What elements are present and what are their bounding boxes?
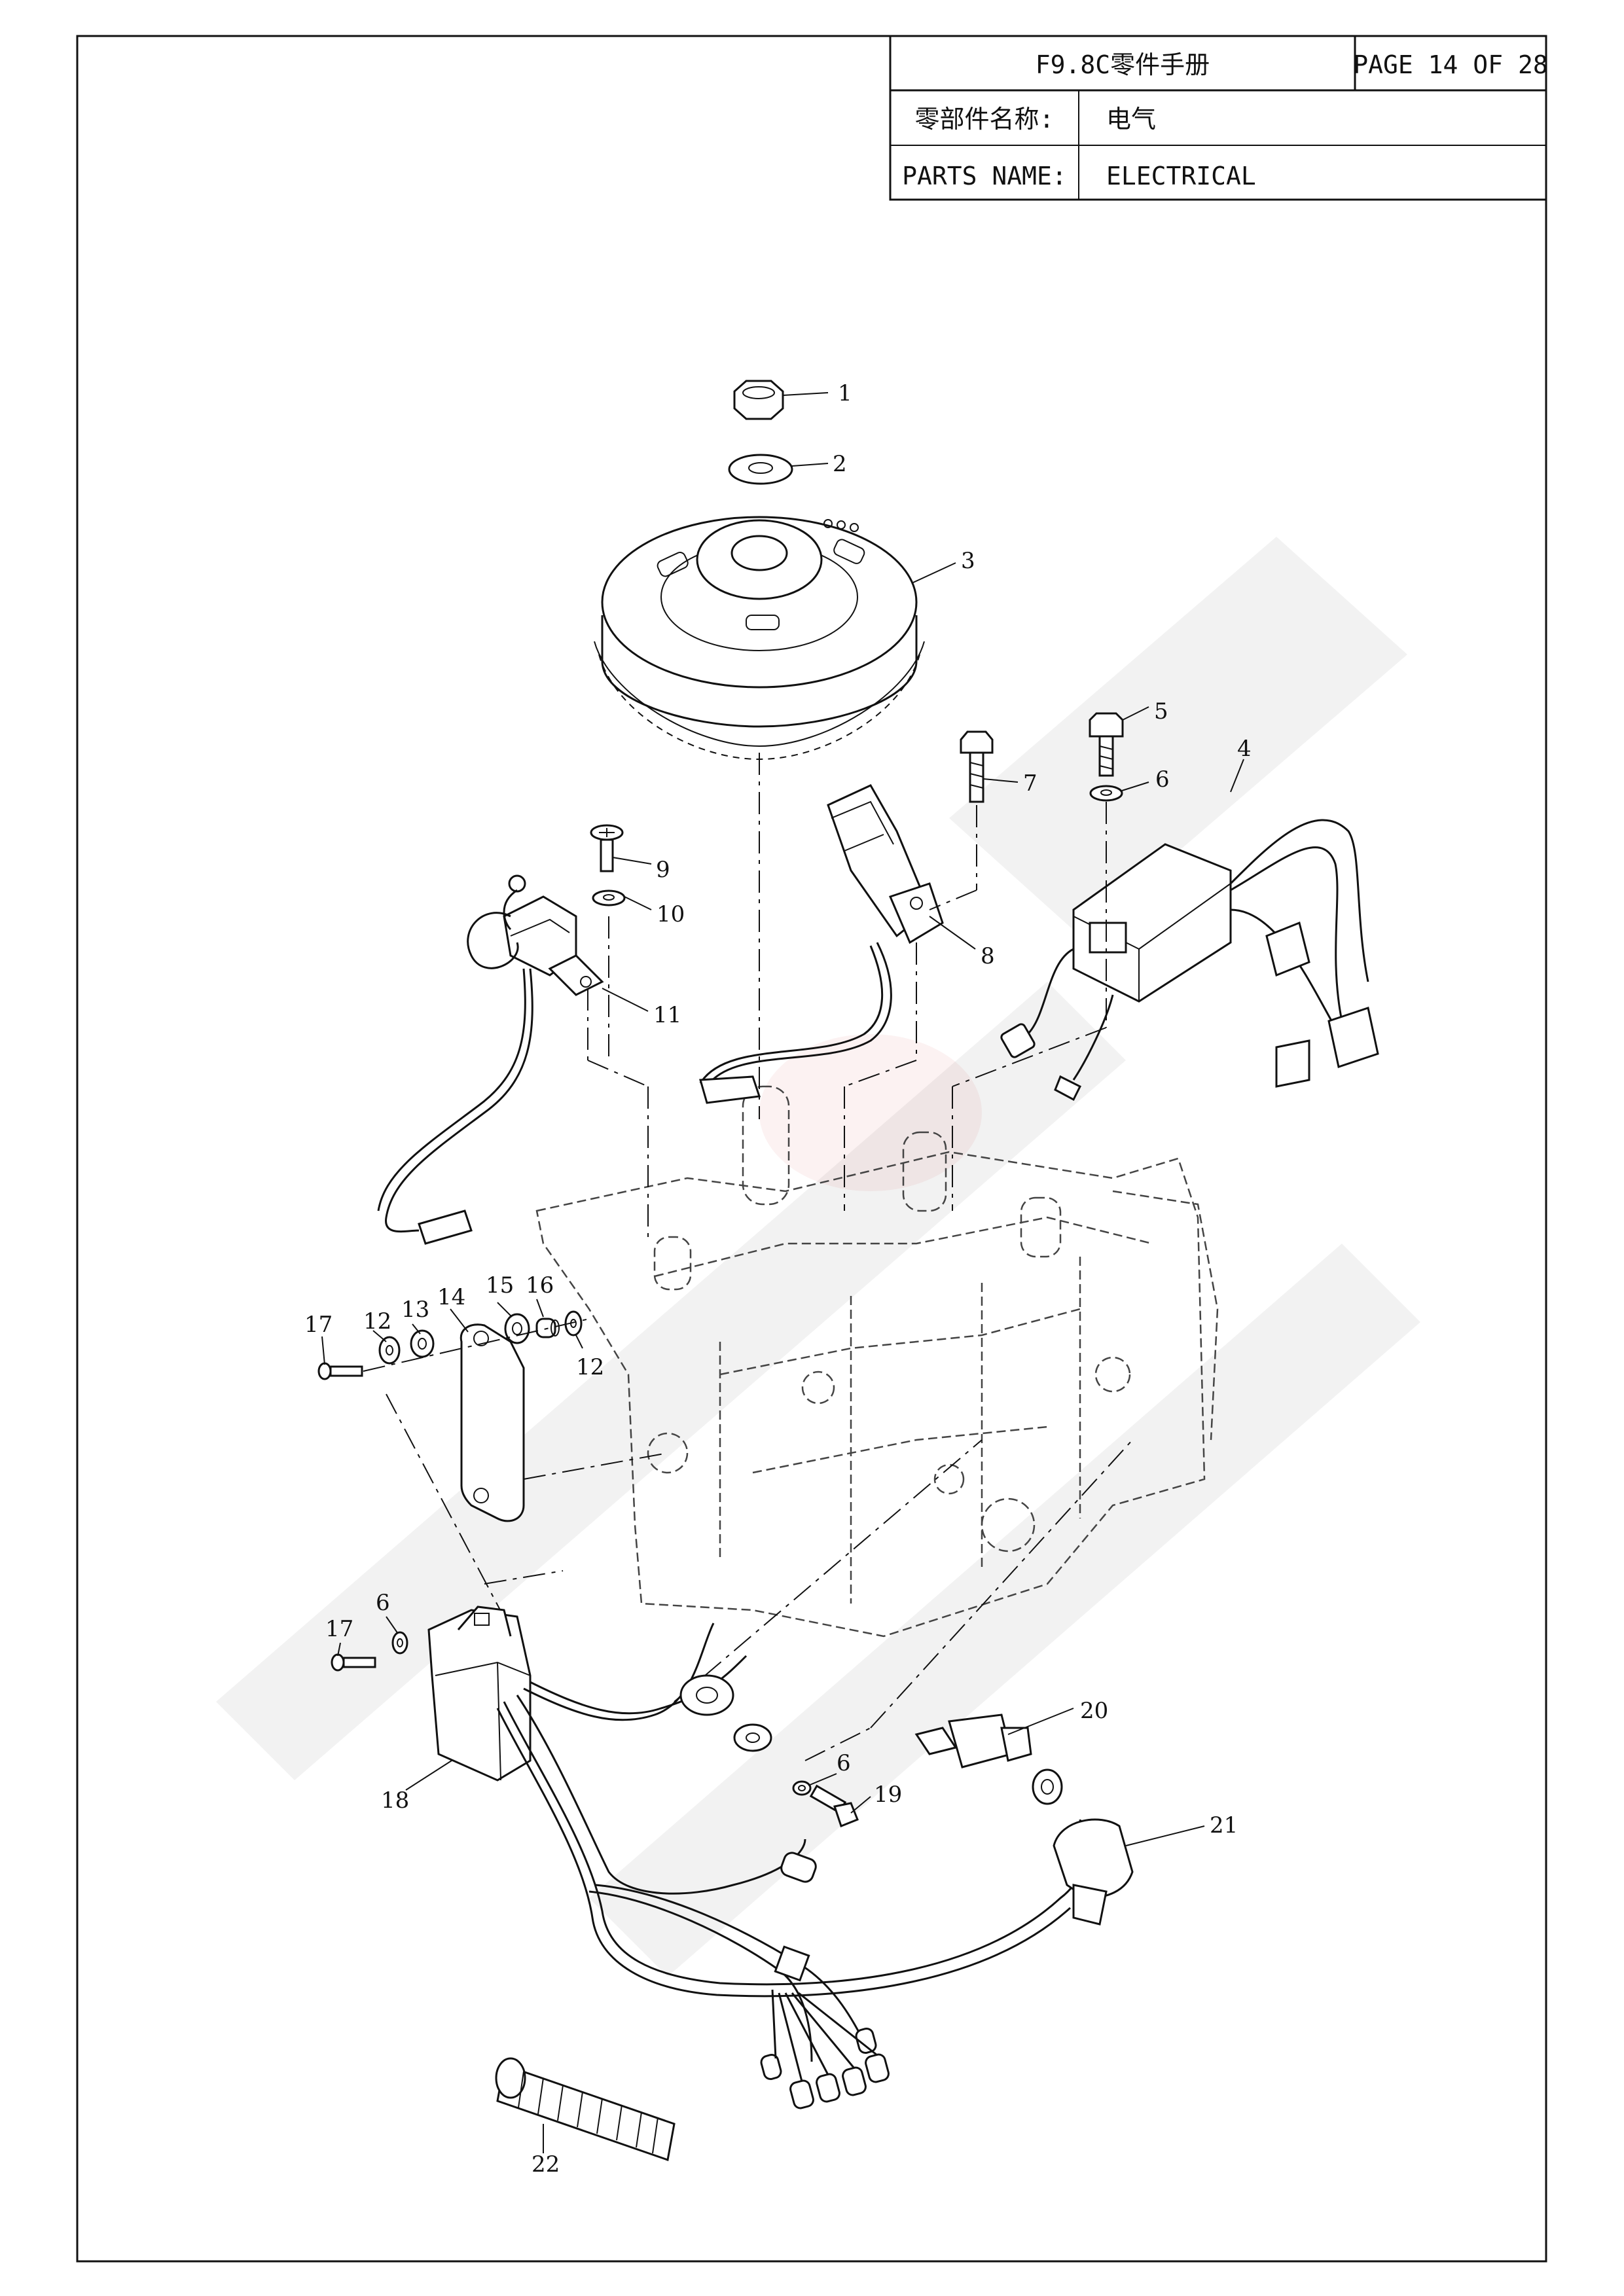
- manual-title: F9.8C零件手册: [1036, 50, 1210, 79]
- part-14-bracket-plate: [460, 1323, 525, 1522]
- part-17-bolt-lower: [331, 1653, 376, 1672]
- part-10-washer: [592, 889, 652, 910]
- part-7-bolt: [960, 730, 1019, 803]
- part-9-screw: [590, 824, 652, 872]
- callout-16: 16: [526, 1272, 554, 1299]
- callout-6-left: 6: [376, 1590, 390, 1616]
- callout-11: 11: [653, 1002, 681, 1028]
- callout-3: 3: [961, 548, 975, 574]
- part-5-bolt: [1089, 706, 1149, 777]
- callout-6-top: 6: [1155, 766, 1170, 793]
- parts-name-value-cn: 电气: [1106, 105, 1156, 134]
- page-label: PAGE 14 OF 28: [1353, 50, 1547, 79]
- part-6-washer-top: [1089, 781, 1149, 802]
- callout-8: 8: [981, 943, 995, 969]
- callout-22: 22: [532, 2151, 560, 2178]
- callout-labels: 1 2 3 4 5 6 7 8 9 10 11 12 13 14 15 16 1…: [304, 380, 1252, 2178]
- part-20-thermo-switch: [914, 1708, 1074, 1768]
- engine-block: [535, 1085, 1219, 1638]
- title-block: F9.8C零件手册 PAGE 14 OF 28 零部件名称: 电气 PARTS …: [889, 35, 1548, 201]
- part-4-ignition-coil: [1000, 759, 1379, 1102]
- part-6-washer-left: [391, 1631, 408, 1655]
- callout-15: 15: [486, 1272, 514, 1299]
- part-22-corrugated-tube: [495, 2057, 676, 2161]
- part-12-washer-left: [378, 1336, 401, 1365]
- callout-6-lower: 6: [837, 1750, 851, 1776]
- page-border: [76, 35, 1547, 2263]
- callout-13: 13: [401, 1297, 429, 1323]
- part-21-warning-horn: [1032, 1768, 1205, 1926]
- callout-2: 2: [833, 451, 847, 477]
- callout-4: 4: [1237, 736, 1252, 762]
- part-2-washer: [728, 454, 829, 485]
- callout-18: 18: [381, 1787, 409, 1814]
- callout-9: 9: [656, 857, 670, 883]
- callout-21: 21: [1210, 1812, 1238, 1839]
- parts-name-label-en: PARTS NAME:: [902, 162, 1067, 190]
- part-1-flywheel-nut: [733, 380, 829, 420]
- callout-1: 1: [838, 380, 852, 406]
- callout-17-lower: 17: [325, 1616, 353, 1642]
- parts-name-label-cn: 零部件名称:: [915, 105, 1055, 134]
- part-13-collar: [410, 1329, 435, 1358]
- leader-lines: [363, 753, 1133, 1761]
- parts-name-value-en: ELECTRICAL: [1106, 162, 1256, 190]
- callout-20: 20: [1080, 1698, 1108, 1724]
- part-18-cdi-unit: [405, 1605, 532, 1791]
- callout-19: 19: [874, 1782, 902, 1808]
- wire-harness: [496, 1623, 1085, 2109]
- part-15-grommet: [504, 1313, 530, 1344]
- callout-10: 10: [657, 901, 685, 927]
- part-17-bolt-upper: [317, 1362, 363, 1380]
- callout-7: 7: [1023, 770, 1038, 797]
- callout-leaders: [321, 1299, 837, 1786]
- part-19-bolt: [809, 1784, 871, 1827]
- part-3-flywheel: [594, 516, 956, 761]
- callout-14: 14: [437, 1284, 465, 1310]
- callout-12-right: 12: [576, 1354, 604, 1380]
- part-12-washer-right: [564, 1310, 583, 1336]
- callout-5: 5: [1154, 698, 1168, 725]
- part-6-washer-lower: [792, 1780, 812, 1796]
- callout-17-upper: 17: [304, 1312, 333, 1338]
- part-11-charge-coil: [377, 874, 649, 1245]
- part-16-collar: [535, 1318, 560, 1338]
- callout-12-left: 12: [363, 1308, 391, 1335]
